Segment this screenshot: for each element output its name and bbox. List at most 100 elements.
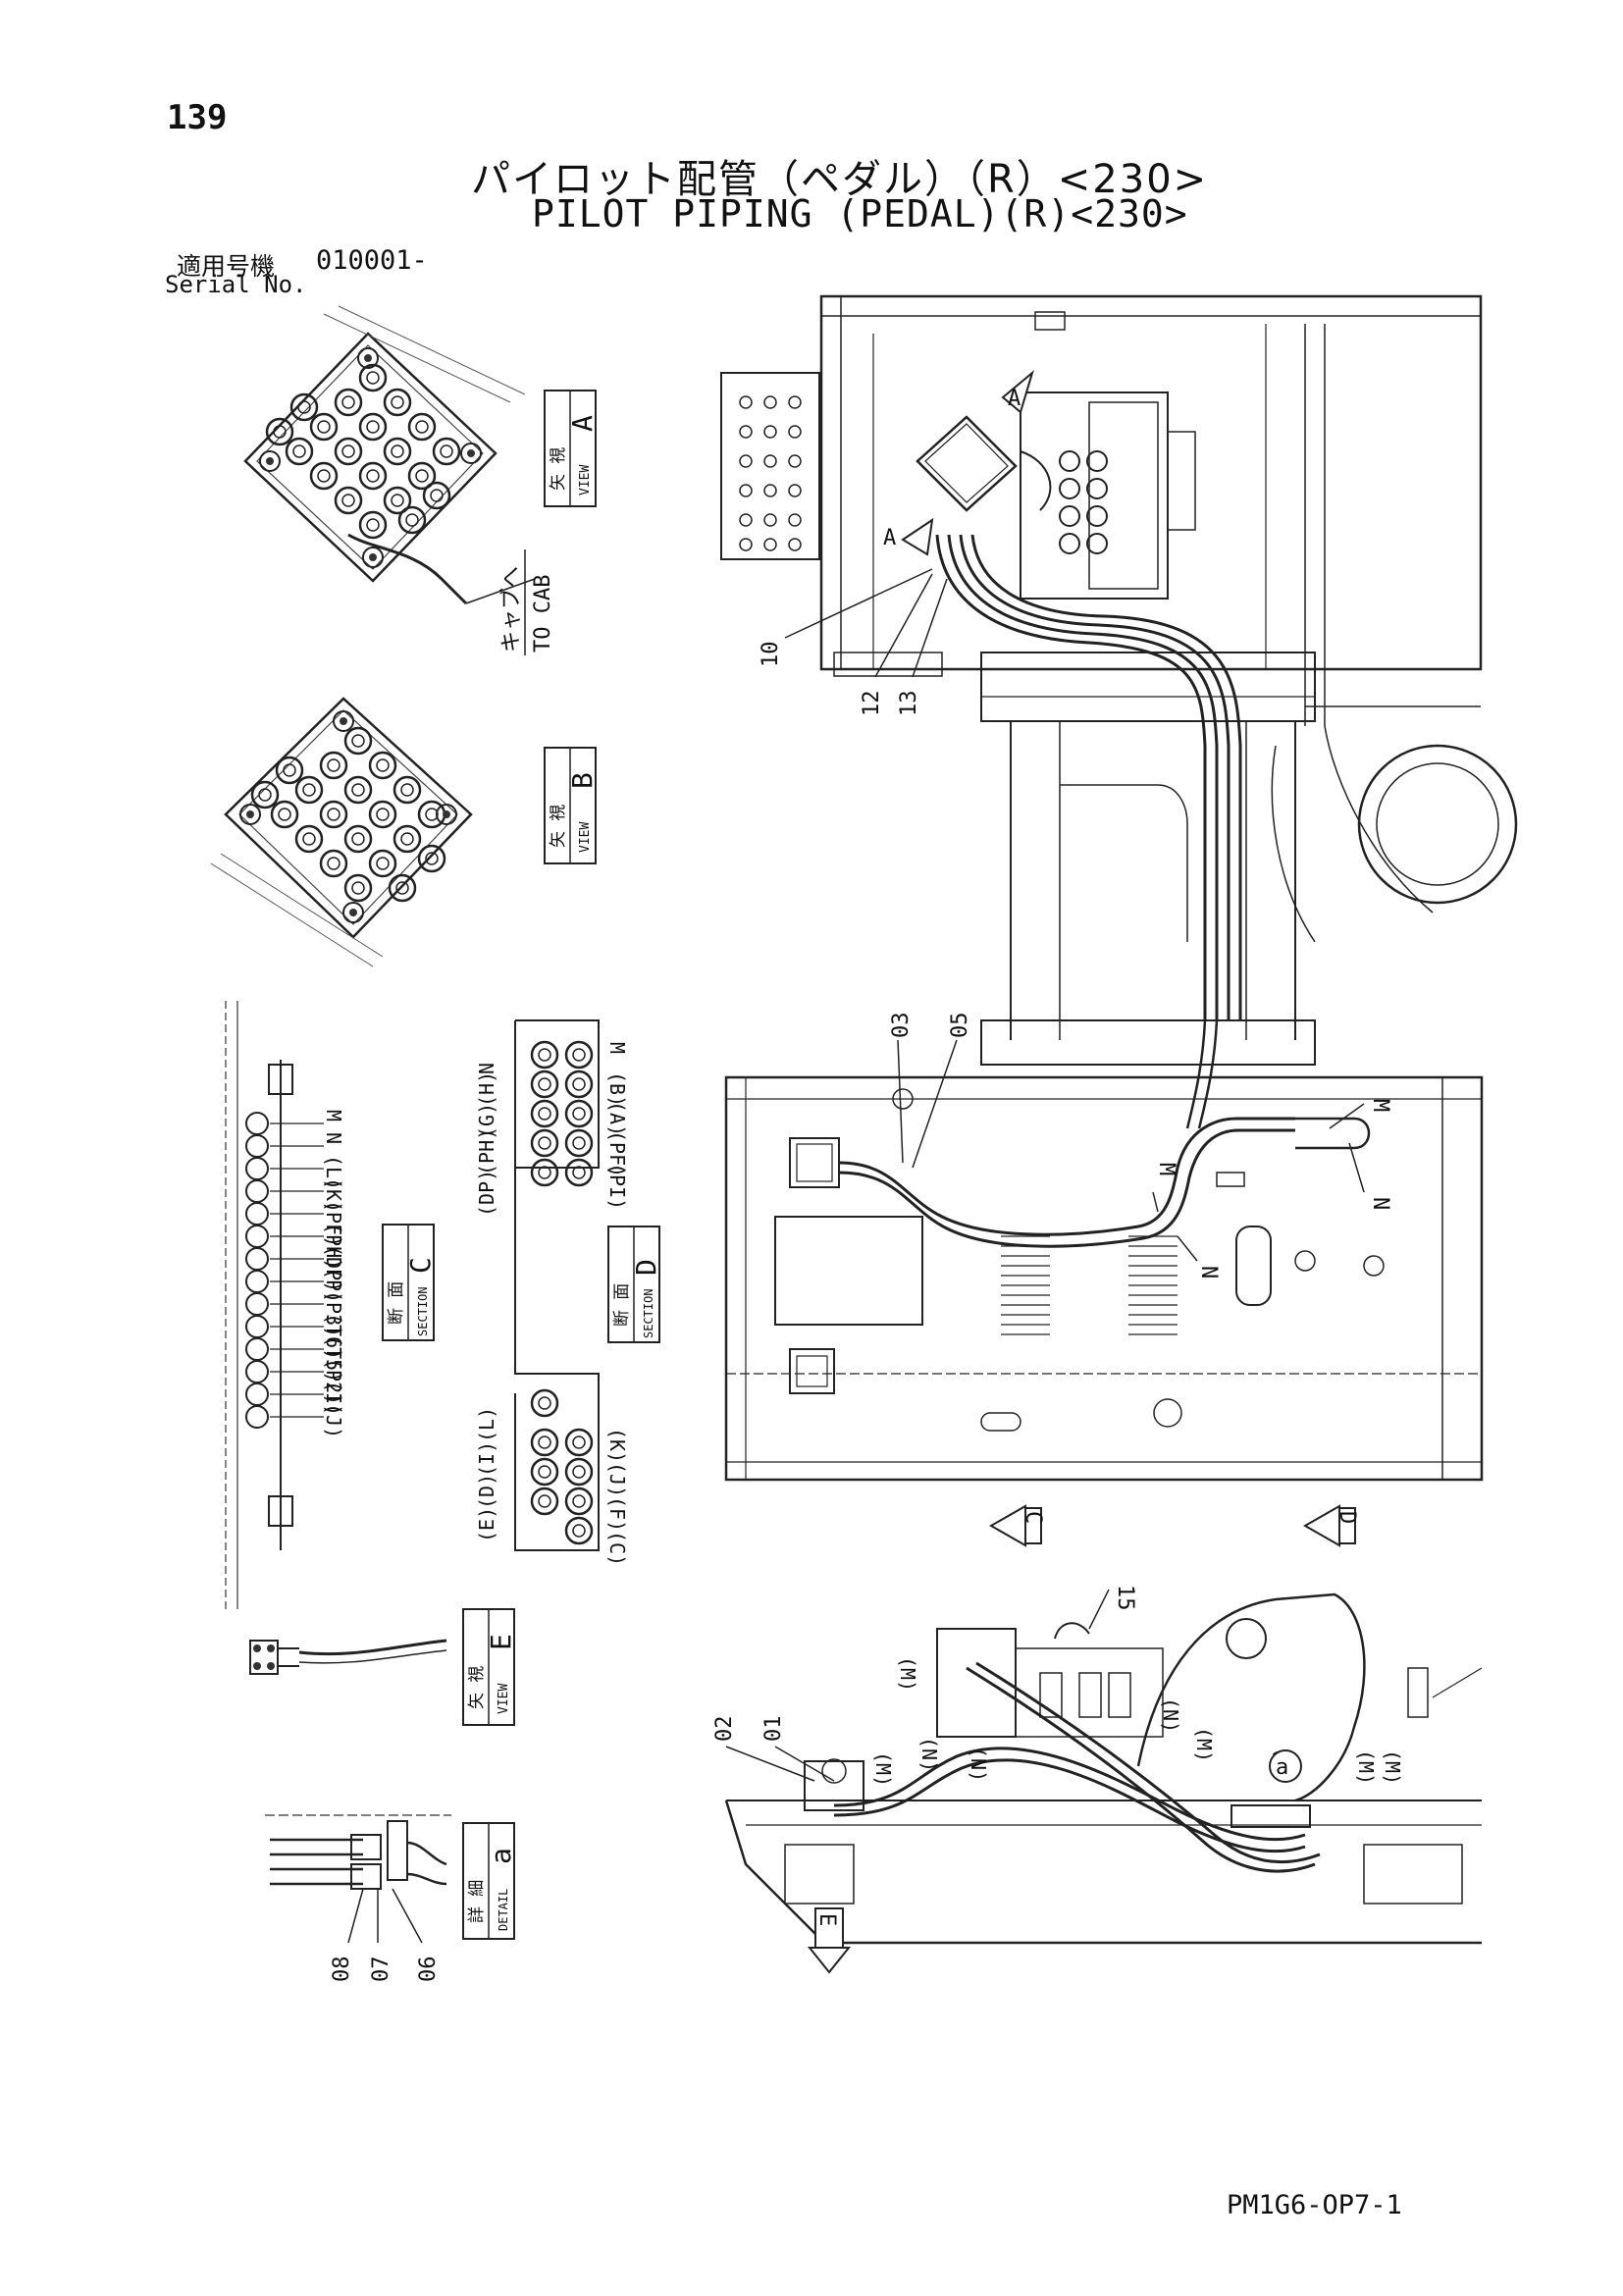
section-c-port-label: (J) [322, 1403, 345, 1438]
view-e-word: VIEW [497, 1684, 511, 1714]
view-a-valve-drawing [243, 305, 536, 605]
view-b-word: VIEW [578, 822, 593, 853]
upper-frame-drawing [720, 294, 1518, 1066]
section-c-letter: C [404, 1257, 437, 1274]
section-c-port-label: (I) [322, 1381, 345, 1416]
to-cab-note: キャブへ TO CAB [499, 549, 555, 655]
section-c-label-box: 断 面 SECTION C [382, 1224, 437, 1341]
callout-08: 08 [330, 1957, 354, 1983]
section-d-port-label: (DP) [475, 1170, 498, 1217]
section-c-port-labels: M N (L) (K) (PF) (PH) (DP) (P) (P3) (T6)… [322, 1110, 345, 1438]
serial-label-english: Serial No. [165, 271, 307, 298]
section-c-port-label: (P2) [322, 1358, 345, 1405]
callout-06: 06 [416, 1957, 441, 1983]
section-d-port-label: (D) [475, 1474, 498, 1509]
view-a-letter: A [566, 415, 599, 432]
section-d-upper-labels: N (H) (G) (PH) (DP) M (B) (A) (PF) (PI) [475, 1042, 629, 1217]
callout-15: 15 [1113, 1585, 1137, 1611]
callouts-lower-frame: 03 05 M N M N [889, 1013, 1392, 1279]
section-d-port-label: N [475, 1063, 498, 1074]
hose-label-m: (M) [1381, 1749, 1404, 1785]
hose-label-n: (N) [1159, 1697, 1182, 1733]
arrow-c-label: C [1021, 1511, 1045, 1524]
arrow-e-label: E [814, 1913, 839, 1926]
page-number: 139 [167, 98, 228, 137]
section-c-port-stack [245, 1112, 269, 1429]
document-code: PM1G6-OP7-1 [1227, 2190, 1402, 2220]
section-d-lower-block [514, 1217, 600, 1551]
view-b-label-box: 矢 視 VIEW B [544, 747, 599, 864]
pilot-hose-side-view [833, 1622, 1321, 1873]
page-title-japanese: パイロット配管（ペダル）（R）<230> [471, 157, 1209, 202]
serial-range: 010001- [316, 245, 428, 276]
serial-label-japanese: 適用号機 [177, 252, 276, 281]
n-label-center: N [1196, 1266, 1221, 1278]
detail-a-marker: a [1276, 1755, 1288, 1780]
callout-05: 05 [948, 1013, 972, 1039]
section-c-port-label: N [322, 1132, 345, 1144]
section-d-port-label: (H) [475, 1071, 498, 1107]
detail-a-letter: a [485, 1848, 517, 1864]
section-d-port-label: (PF) [605, 1130, 629, 1177]
section-c-word: SECTION [416, 1286, 430, 1336]
n-label-right: N [1368, 1197, 1392, 1210]
view-b-letter: B [566, 772, 599, 789]
lower-frame-drawing [724, 1075, 1484, 1482]
section-d-port-label: (K) [605, 1428, 629, 1463]
section-c-port-label: (T6) [322, 1313, 345, 1360]
section-d-lower-labels: (L) (I) (D) (E) (K) (J) (F) (C) [475, 1407, 629, 1566]
section-d-port-label: (C) [605, 1531, 629, 1566]
view-e-japanese: 矢 視 [467, 1666, 487, 1709]
section-d-label-box: 断 面 SECTION D [607, 1226, 662, 1343]
callout-13: 13 [897, 691, 921, 717]
view-a-word: VIEW [578, 465, 593, 496]
section-d-port-label: (I) [475, 1441, 498, 1477]
section-c-port-label: (P) [322, 1268, 345, 1303]
hose-label-m: (M) [871, 1751, 895, 1787]
hose-label-m: (M) [1354, 1749, 1378, 1785]
section-d-letter: D [630, 1259, 662, 1276]
section-c-japanese: 断 面 [387, 1281, 406, 1325]
callout-12: 12 [860, 691, 884, 717]
section-d-port-label: (B) [605, 1071, 629, 1107]
m-label-center: M [1154, 1163, 1178, 1175]
callout-02: 02 [712, 1716, 737, 1743]
section-d-port-label: (E) [475, 1507, 498, 1542]
view-e-arrow: E [807, 1907, 852, 1974]
detail-a-label-box: 詳 細 DETAIL a [462, 1822, 517, 1940]
pilot-hose-bundle-lower [838, 1019, 1371, 1248]
section-d-japanese: 断 面 [612, 1283, 632, 1327]
section-d-port-label: (G) [475, 1103, 498, 1138]
section-d-port-label: (PI) [605, 1163, 629, 1210]
section-arrows: C D [988, 1504, 1359, 1547]
callouts-side-view: 15 02 01 (M) (N) (M) (N) (N) (M) (N) (M)… [712, 1585, 1404, 1787]
section-c-port-label: (PH) [322, 1223, 345, 1270]
view-b-valve-drawing [210, 697, 473, 967]
page-title-english: PILOT PIPING (PEDAL)(R)<230> [532, 192, 1188, 235]
section-d-port-label: (F) [605, 1496, 629, 1532]
callouts-upper: 10 12 13 [759, 568, 948, 717]
callout-07: 07 [369, 1957, 393, 1983]
hose-label-m: (M) [1192, 1727, 1216, 1762]
section-d-upper-block [514, 1019, 600, 1217]
section-c-port-label: M [322, 1110, 345, 1122]
section-d-port-label: (J) [605, 1462, 629, 1497]
view-a-label-box: 矢 視 VIEW A [544, 390, 599, 507]
section-d-port-label: (A) [605, 1101, 629, 1136]
side-view-drawing [724, 1592, 1483, 1945]
hose-label-m: (M) [896, 1656, 919, 1692]
section-c-port-label: (K) [322, 1177, 345, 1213]
detail-a-japanese: 詳 細 [467, 1880, 487, 1923]
section-c-port-label: (P3) [322, 1290, 345, 1337]
m-label-right: M [1368, 1099, 1392, 1112]
detail-a-word: DETAIL [497, 1889, 510, 1931]
view-e-letter: E [485, 1634, 517, 1650]
section-c-port-label: (DP) [322, 1245, 345, 1292]
section-d-port-label: (L) [475, 1407, 498, 1442]
section-d-word: SECTION [642, 1288, 655, 1338]
pilot-hose-bundle-upper [935, 450, 1242, 1020]
hose-label-n: (N) [967, 1747, 990, 1782]
view-e-label-box: 矢 視 VIEW E [462, 1608, 517, 1726]
callout-10: 10 [759, 642, 783, 668]
